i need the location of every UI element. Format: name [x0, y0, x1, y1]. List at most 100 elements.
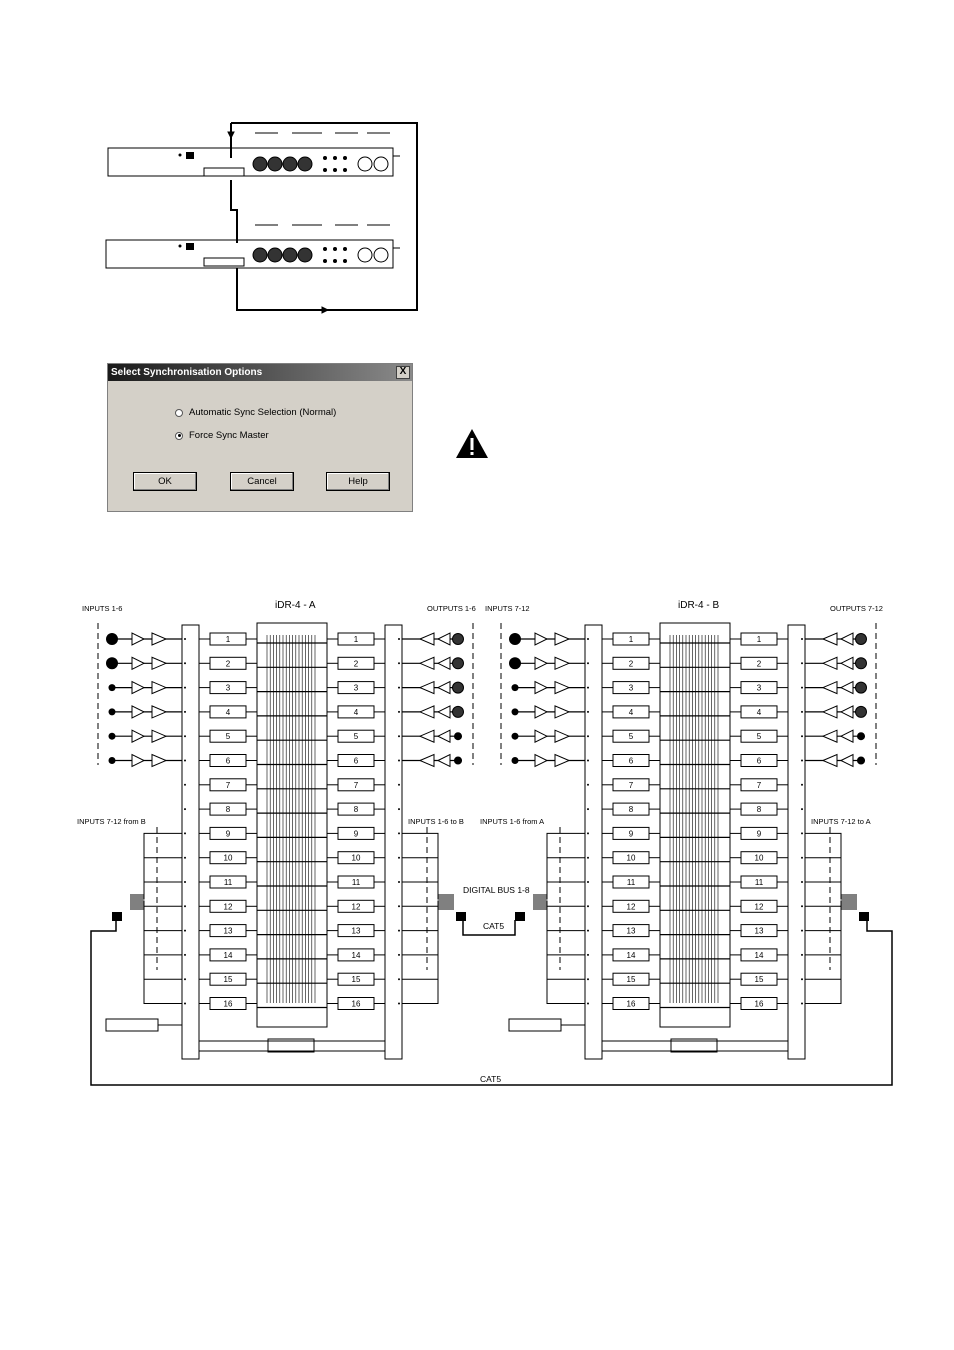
input-amp-icon — [534, 632, 549, 646]
converter-icon — [554, 680, 571, 695]
aux-block — [508, 1018, 562, 1032]
output-channel-number: 4 — [354, 708, 359, 717]
input-channel-number: 2 — [629, 659, 634, 668]
sync-options-dialog: Select Synchronisation Options X Automat… — [107, 363, 413, 512]
dialog-title: Select Synchronisation Options — [111, 367, 263, 378]
input-amp-icon — [534, 729, 549, 744]
output-channel-number: 7 — [354, 781, 359, 790]
output-channel-number: 9 — [757, 829, 762, 838]
input-channel-number: 13 — [224, 927, 233, 936]
input-channel-number: 8 — [629, 805, 634, 814]
output-converter-icon — [418, 705, 435, 719]
output-amp-icon — [436, 632, 451, 646]
outputs-label: OUTPUTS 7-12 — [830, 604, 883, 613]
radio-circle-selected-icon — [175, 431, 183, 440]
help-button[interactable]: Help — [326, 472, 390, 491]
output-channel-number: 2 — [354, 659, 359, 668]
output-channel-number: 1 — [757, 635, 762, 644]
jack-input-connector-icon — [108, 757, 116, 764]
warning-icon — [456, 429, 488, 458]
output-converter-icon — [821, 680, 838, 695]
cat5-connector-icon — [456, 912, 466, 921]
output-channel-number: 14 — [755, 951, 764, 960]
output-converter-icon — [418, 656, 435, 671]
output-channel-number: 3 — [757, 684, 762, 693]
cat5-connector-icon — [859, 912, 869, 921]
xlr-input-connector-icon — [509, 633, 521, 645]
input-channel-number: 14 — [627, 951, 636, 960]
digital-bus-label: DIGITAL BUS 1-8 — [463, 885, 530, 895]
output-channel-number: 3 — [354, 684, 359, 693]
radio-label: Force Sync Master — [189, 430, 269, 441]
sync-block — [670, 1038, 718, 1053]
rack-units-illustration — [105, 122, 418, 314]
output-channel-number: 6 — [354, 757, 359, 766]
output-channel-number: 16 — [755, 1000, 764, 1009]
input-channel-number: 10 — [627, 854, 636, 863]
xlr-output-connector-icon — [452, 681, 464, 694]
output-converter-icon — [821, 753, 838, 768]
cat5-bottom-label: CAT5 — [480, 1074, 501, 1084]
input-channel-number: 11 — [627, 878, 636, 887]
input-patch-strip — [181, 624, 200, 1060]
output-channel-number: 8 — [757, 805, 762, 814]
radio-force-sync-master[interactable]: Force Sync Master — [175, 430, 269, 441]
jack-input-connector-icon — [511, 732, 519, 740]
converter-icon — [151, 729, 168, 743]
converter-icon — [151, 632, 168, 646]
xlr-input-connector-icon — [509, 657, 521, 670]
output-channel-number: 13 — [352, 927, 361, 936]
input-amp-icon — [131, 753, 146, 768]
output-channel-number: 9 — [354, 829, 359, 838]
output-channel-number: 13 — [755, 927, 764, 936]
output-converter-icon — [821, 729, 838, 743]
output-converter-icon — [418, 680, 435, 695]
xlr-input-connector-icon — [106, 657, 118, 670]
xlr-output-connector-icon — [855, 705, 867, 718]
input-amp-icon — [534, 656, 549, 671]
output-amp-icon — [839, 680, 854, 695]
converter-icon — [554, 656, 571, 671]
output-amp-icon — [839, 729, 854, 744]
output-channel-number: 11 — [352, 878, 361, 887]
jack-output-connector-icon — [454, 756, 462, 765]
cancel-button[interactable]: Cancel — [230, 472, 294, 491]
input-amp-icon — [131, 632, 146, 646]
input-channel-number: 9 — [629, 829, 634, 838]
input-channel-number: 4 — [226, 708, 231, 717]
output-channel-number: 7 — [757, 781, 762, 790]
output-channel-number: 12 — [755, 902, 764, 911]
input-channel-number: 14 — [224, 951, 233, 960]
jack-input-connector-icon — [511, 708, 519, 716]
input-amp-icon — [131, 680, 146, 695]
output-channel-number: 2 — [757, 659, 762, 668]
ok-button[interactable]: OK — [133, 472, 197, 491]
jack-input-connector-icon — [108, 732, 116, 740]
output-amp-icon — [436, 656, 451, 671]
jack-output-connector-icon — [857, 732, 865, 741]
output-channel-number: 1 — [354, 635, 359, 644]
output-converter-icon — [821, 656, 838, 671]
input-channel-number: 9 — [226, 829, 231, 838]
jack-input-connector-icon — [108, 684, 116, 692]
input-channel-number: 6 — [629, 757, 634, 766]
close-button[interactable]: X — [396, 366, 410, 379]
input-channel-number: 12 — [224, 902, 233, 911]
radio-circle-icon — [175, 408, 183, 417]
output-amp-icon — [436, 705, 451, 719]
input-channel-number: 16 — [627, 1000, 636, 1009]
inputs-label: INPUTS 1-6 — [82, 604, 122, 613]
converter-icon — [554, 632, 571, 646]
output-channel-number: 15 — [755, 975, 764, 984]
inputs-label: INPUTS 7-12 — [485, 604, 530, 613]
input-channel-number: 5 — [629, 732, 634, 741]
output-channel-number: 6 — [757, 757, 762, 766]
output-converter-icon — [418, 632, 435, 646]
outputs-label: OUTPUTS 1-6 — [427, 604, 476, 613]
output-amp-icon — [839, 656, 854, 671]
aux-block — [105, 1018, 159, 1032]
cat5-link-label: CAT5 — [483, 921, 504, 931]
converter-icon — [554, 705, 571, 719]
radio-automatic-sync[interactable]: Automatic Sync Selection (Normal) — [175, 407, 336, 418]
converter-icon — [554, 729, 571, 743]
